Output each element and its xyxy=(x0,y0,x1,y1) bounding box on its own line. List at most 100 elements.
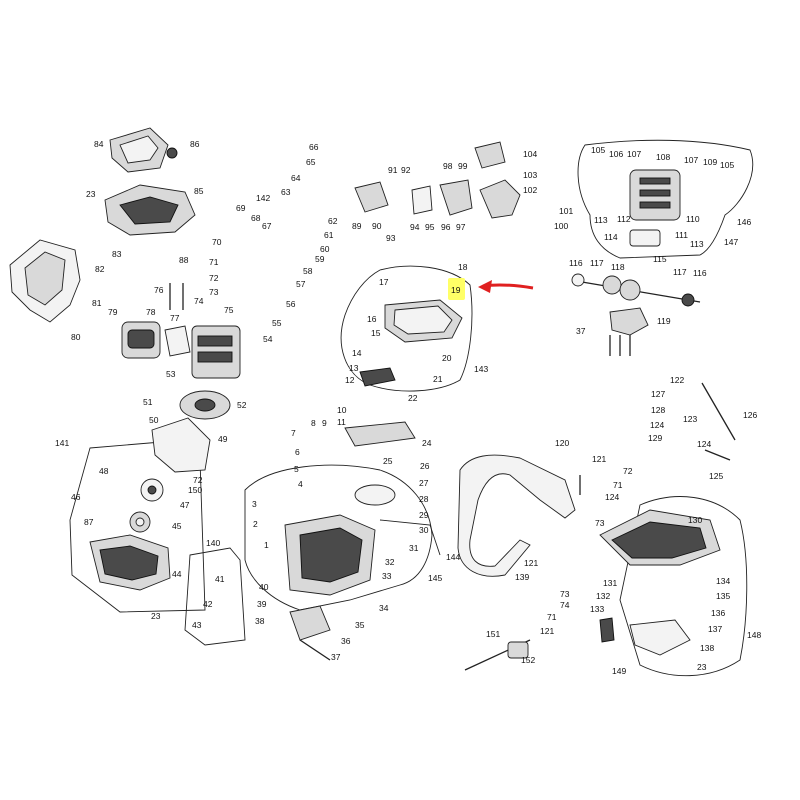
label-21: 21 xyxy=(433,374,443,384)
label-71: 71 xyxy=(209,257,219,267)
label-63: 63 xyxy=(281,187,291,197)
label-65: 65 xyxy=(306,157,316,167)
label-48: 48 xyxy=(99,466,109,476)
filter-part-104 xyxy=(474,141,506,169)
crank-case-part-108 xyxy=(629,169,681,221)
label-5: 5 xyxy=(294,464,299,474)
label-128: 128 xyxy=(651,405,665,415)
label-62: 62 xyxy=(328,216,338,226)
starter-housing-part-44 xyxy=(89,534,171,591)
label-74b: 74 xyxy=(560,600,570,610)
outline-group-140 xyxy=(184,547,246,646)
label-146: 146 xyxy=(737,217,751,227)
label-122: 122 xyxy=(670,375,684,385)
label-82: 82 xyxy=(95,264,105,274)
label-110: 110 xyxy=(686,214,700,224)
label-127: 127 xyxy=(651,389,665,399)
label-43: 43 xyxy=(192,620,202,630)
label-145: 145 xyxy=(428,573,442,583)
label-75: 75 xyxy=(224,305,234,315)
label-11: 11 xyxy=(337,417,346,427)
label-23c: 23 xyxy=(697,662,707,672)
label-69: 69 xyxy=(236,203,246,213)
label-152: 152 xyxy=(521,655,535,665)
label-132: 132 xyxy=(596,591,610,601)
label-143: 143 xyxy=(474,364,488,374)
label-121c: 121 xyxy=(540,626,554,636)
label-89: 89 xyxy=(352,221,362,231)
label-71c: 71 xyxy=(547,612,557,622)
label-67: 67 xyxy=(262,221,272,231)
bearing-part-116a xyxy=(571,273,585,287)
label-86: 86 xyxy=(190,139,200,149)
label-8: 8 xyxy=(311,418,316,428)
label-27: 27 xyxy=(419,478,429,488)
handle-part-82 xyxy=(9,239,81,323)
screw-set xyxy=(169,283,736,661)
label-150: 150 xyxy=(188,485,202,495)
label-6: 6 xyxy=(295,447,300,457)
label-51: 51 xyxy=(143,397,153,407)
label-41: 41 xyxy=(215,574,225,584)
outline-group-148 xyxy=(619,496,748,677)
front-handle-part-139 xyxy=(457,454,576,577)
label-95: 95 xyxy=(425,222,435,232)
label-20: 20 xyxy=(442,353,452,363)
label-64: 64 xyxy=(291,173,301,183)
label-50: 50 xyxy=(149,415,159,425)
piston-part-114 xyxy=(629,229,661,247)
clutch-part-28 xyxy=(354,484,396,506)
label-54: 54 xyxy=(263,334,273,344)
label-72b: 72 xyxy=(193,475,203,485)
label-90: 90 xyxy=(372,221,382,231)
label-133: 133 xyxy=(590,604,604,614)
chain-part-24 xyxy=(344,421,416,447)
label-118: 118 xyxy=(611,262,625,272)
label-129: 129 xyxy=(648,433,662,443)
label-73b: 73 xyxy=(595,518,605,528)
label-40: 40 xyxy=(259,582,269,592)
label-25: 25 xyxy=(383,456,393,466)
label-15: 15 xyxy=(371,328,381,338)
label-70: 70 xyxy=(212,237,222,247)
label-56: 56 xyxy=(286,299,296,309)
outline-group-145 xyxy=(244,464,433,611)
rear-handle-part-130 xyxy=(599,509,721,566)
pulley-part-47 xyxy=(140,478,164,502)
cover-part-85 xyxy=(104,184,196,236)
label-117: 117 xyxy=(590,258,604,268)
label-12: 12 xyxy=(345,375,355,385)
label-144: 144 xyxy=(446,552,460,562)
label-60: 60 xyxy=(320,244,330,254)
label-140: 140 xyxy=(206,538,220,548)
callout-arrowhead xyxy=(478,280,492,293)
nut-part-86 xyxy=(166,147,178,159)
label-107: 107 xyxy=(627,149,641,159)
crankcase-part-145 xyxy=(284,514,376,596)
label-22: 22 xyxy=(408,393,418,403)
label-149: 149 xyxy=(612,666,626,676)
label-53: 53 xyxy=(166,369,176,379)
label-61: 61 xyxy=(324,230,334,240)
label-102: 102 xyxy=(523,185,537,195)
label-44: 44 xyxy=(172,569,182,579)
label-66: 66 xyxy=(309,142,319,152)
pump-part-89 xyxy=(354,181,389,213)
bracket-part-94 xyxy=(411,185,433,215)
label-124c: 124 xyxy=(605,492,619,502)
label-135: 135 xyxy=(716,591,730,601)
label-49: 49 xyxy=(218,434,228,444)
housing-part-96 xyxy=(439,179,473,216)
label-120: 120 xyxy=(555,438,569,448)
label-106: 106 xyxy=(609,149,623,159)
label-52: 52 xyxy=(237,400,247,410)
label-36: 36 xyxy=(341,636,351,646)
label-88: 88 xyxy=(179,255,189,265)
label-83: 83 xyxy=(112,249,122,259)
cover-part-36 xyxy=(289,605,331,641)
label-130: 130 xyxy=(688,515,702,525)
label-101: 101 xyxy=(559,206,573,216)
label-116: 116 xyxy=(569,258,583,268)
label-38: 38 xyxy=(255,616,265,626)
